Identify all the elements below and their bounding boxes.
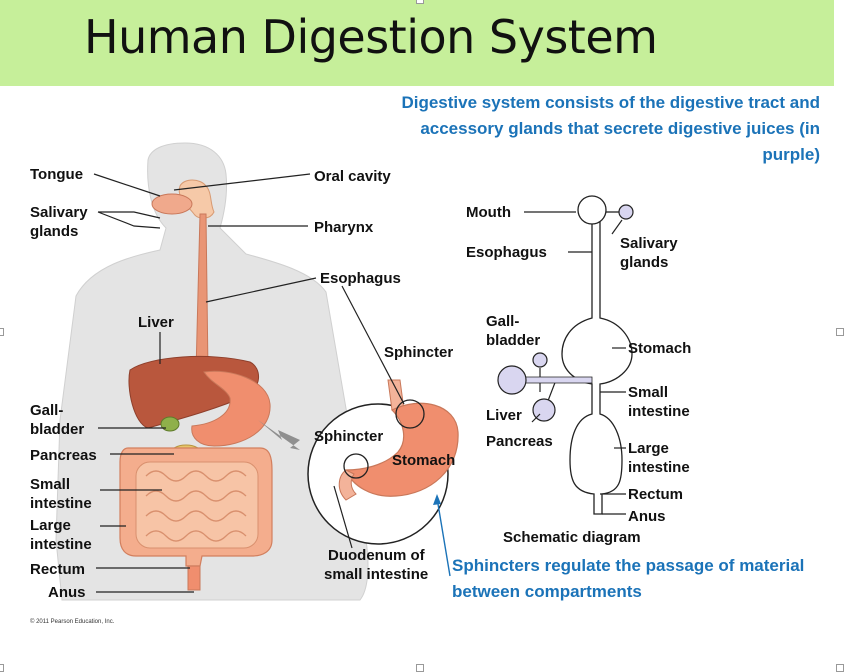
schematic-caption: Schematic diagram <box>503 529 641 546</box>
schematic-label-pancreas: Pancreas <box>486 433 553 450</box>
label-inset-sphincter-top: Sphincter <box>384 344 453 361</box>
schematic-label-salivary-1: Salivary <box>620 235 678 252</box>
schematic-mouth <box>577 195 607 225</box>
schematic-label-rectum: Rectum <box>628 486 683 503</box>
body-leader-lines <box>93 173 317 593</box>
schematic-label-esophagus: Esophagus <box>466 244 547 261</box>
label-duodenum-1: Duodenum of <box>328 547 426 564</box>
rectum-shape <box>187 565 201 591</box>
caption-arrow-head <box>433 494 441 505</box>
label-gallbladder-1: Gall- <box>30 402 63 419</box>
body-labels: Tongue Salivary glands Oral cavity Phary… <box>30 166 401 601</box>
resize-handle-bottom[interactable] <box>416 664 424 672</box>
small-intestine-loops <box>145 470 247 542</box>
schematic-label-small-intestine-1: Small <box>628 384 668 401</box>
label-large-intestine-2: intestine <box>30 536 92 553</box>
label-inset-sphincter-bottom: Sphincter <box>314 428 383 445</box>
caption-sphincters: Sphincters regulate the passage of mater… <box>452 556 805 601</box>
schematic-label-gallbladder-1: Gall- <box>486 313 519 330</box>
schematic-label-large-intestine-2: intestine <box>628 459 690 476</box>
label-esophagus: Esophagus <box>320 270 401 287</box>
label-inset-stomach: Stomach <box>392 452 455 469</box>
label-pancreas: Pancreas <box>30 447 97 464</box>
label-anus: Anus <box>48 584 86 601</box>
label-small-intestine-2: intestine <box>30 495 92 512</box>
caption-digestive-system: Digestive system consists of the digesti… <box>401 93 820 164</box>
slide-title: Human Digestion System <box>84 10 658 64</box>
schematic-gallbladder <box>532 352 548 368</box>
label-small-intestine-1: Small <box>30 476 70 493</box>
oral-cavity-shape <box>151 193 193 215</box>
body-illustration <box>55 142 369 601</box>
label-duodenum-2: small intestine <box>324 566 428 583</box>
label-oral-cavity: Oral cavity <box>314 168 391 185</box>
stomach-shape <box>191 370 271 447</box>
schematic-label-stomach: Stomach <box>628 340 691 357</box>
label-salivary-glands-2: glands <box>30 223 78 240</box>
gallbladder-shape <box>160 416 180 432</box>
sphincter-inset: Sphincter Sphincter Stomach Duodenum of … <box>307 285 459 583</box>
schematic-label-salivary-2: glands <box>620 254 668 271</box>
schematic-salivary-gland <box>618 204 634 220</box>
resize-handle-right[interactable] <box>836 328 844 336</box>
schematic-label-gallbladder-2: bladder <box>486 332 540 349</box>
schematic-label-large-intestine-1: Large <box>628 440 669 457</box>
title-bar: Human Digestion System <box>0 0 834 86</box>
schematic-label-small-intestine-2: intestine <box>628 403 690 420</box>
resize-handle-left[interactable] <box>0 328 4 336</box>
schematic-label-liver: Liver <box>486 407 522 424</box>
label-rectum: Rectum <box>30 561 85 578</box>
small-intestine-shape <box>135 461 259 549</box>
label-pharynx: Pharynx <box>314 219 374 236</box>
label-salivary-glands-1: Salivary <box>30 204 88 221</box>
inset-stomach <box>345 402 459 497</box>
schematic-duct-band <box>517 376 593 384</box>
inset-sphincter-bottom <box>343 453 369 479</box>
label-liver: Liver <box>138 314 174 331</box>
caption-arrow <box>436 497 451 577</box>
schematic-liver <box>497 365 527 395</box>
schematic-label-anus: Anus <box>628 508 666 525</box>
label-gallbladder-2: bladder <box>30 421 84 438</box>
resize-handle-bottom-left[interactable] <box>0 664 4 672</box>
schematic-diagram: Mouth Esophagus Salivary glands Gall- bl… <box>466 195 691 546</box>
label-large-intestine-1: Large <box>30 517 71 534</box>
copyright-notice: © 2011 Pearson Education, Inc. <box>30 618 115 625</box>
inset-sphincter-top <box>395 399 425 429</box>
schematic-label-mouth: Mouth <box>466 204 511 221</box>
label-tongue: Tongue <box>30 166 83 183</box>
inset-arrow <box>258 420 300 450</box>
resize-handle-bottom-right[interactable] <box>836 664 844 672</box>
resize-handle-top[interactable] <box>416 0 424 4</box>
